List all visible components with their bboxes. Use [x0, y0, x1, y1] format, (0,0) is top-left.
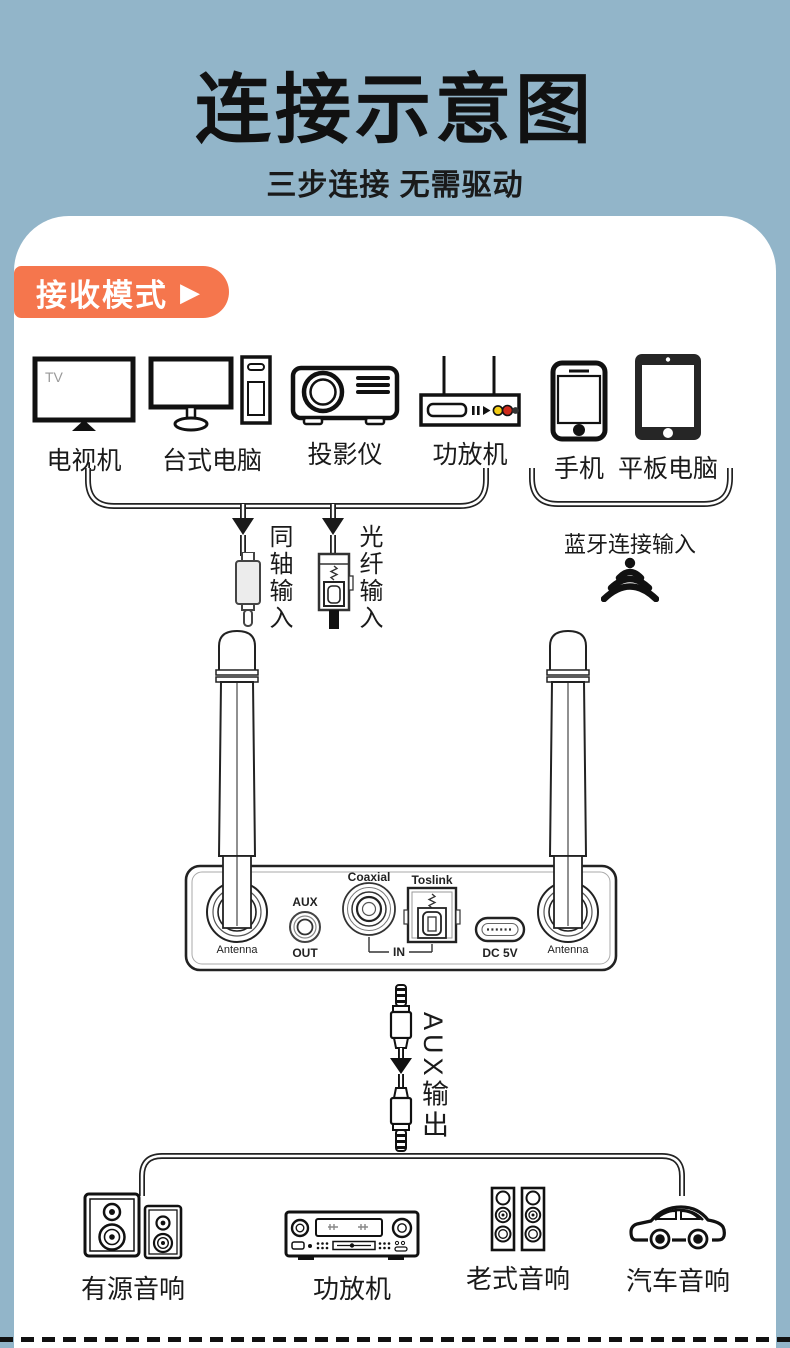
source-tv: TV 电视机: [28, 356, 140, 477]
optical-input-label: 光纤输入: [355, 524, 382, 632]
arrow-down-optical-icon: [322, 504, 344, 554]
port-label-toslink: Toslink: [411, 873, 453, 887]
source-label: 手机: [553, 455, 604, 483]
source-label: 台式电脑: [161, 447, 262, 475]
source-label: 平板电脑: [618, 455, 719, 483]
tv-icon: TV: [32, 356, 136, 431]
tower-speakers-icon: [490, 1186, 546, 1252]
port-label-antenna-right: Antenna: [547, 944, 589, 956]
coaxial-input-label: 同轴输入: [265, 524, 292, 632]
aux-cable-icon: [389, 984, 413, 1152]
port-label-out: OUT: [292, 946, 318, 960]
sink-label: 老式音响: [466, 1264, 571, 1294]
play-arrow-icon: ▶: [180, 277, 200, 307]
antenna-right-icon: [537, 629, 599, 943]
port-label-coaxial: Coaxial: [347, 870, 391, 884]
source-label: 功放机: [432, 441, 508, 469]
tablet-icon: [635, 354, 701, 440]
sink-car-audio: 汽车音响: [626, 1196, 731, 1298]
aux-out-jack-icon: [289, 911, 321, 943]
toslink-connector-icon: [317, 552, 354, 629]
page-title: 连接示意图: [195, 68, 595, 153]
sink-av-receiver: 功放机: [284, 1210, 420, 1306]
av-receiver-icon: [284, 1210, 420, 1260]
arrow-down-coaxial-icon: [232, 504, 254, 556]
sink-label: 有源音响: [80, 1274, 185, 1304]
port-label-in: IN: [389, 945, 409, 959]
bluetooth-input-label: 蓝牙连接输入: [563, 532, 696, 557]
smartphone-icon: [550, 360, 608, 442]
coaxial-jack-icon: [342, 882, 396, 936]
tv-screen-label: TV: [45, 369, 64, 385]
cut-divider-dashed-line: [0, 1337, 790, 1342]
desktop-computer-icon: [148, 355, 272, 432]
sink-powered-speakers: 有源音响: [78, 1192, 188, 1306]
source-projector: 投影仪: [290, 362, 400, 471]
toslink-port-icon: [403, 886, 461, 944]
usb-c-port-icon: [474, 916, 526, 943]
bluetooth-receiver-device: Antenna AUX OUT Coaxial Toslink IN DC 5V…: [183, 628, 619, 976]
receive-mode-badge: 接收模式 ▶: [14, 266, 229, 318]
port-label-antenna-left: Antenna: [216, 944, 258, 956]
receive-mode-label: 接收模式: [36, 277, 168, 313]
antenna-left-icon: [206, 629, 268, 943]
receiver-rear-panel: [184, 629, 618, 972]
port-label-dc5v: DC 5V: [482, 946, 518, 960]
sink-tower-speakers: 老式音响: [466, 1186, 570, 1296]
source-label: 投影仪: [307, 441, 383, 469]
source-amplifier: 功放机: [418, 356, 522, 471]
source-desktop: 台式电脑: [148, 355, 276, 477]
aux-output-label: AUX输出: [418, 1012, 448, 1142]
bracket-bluetooth-sources: [529, 468, 733, 507]
wireless-signal-icon: [601, 557, 659, 602]
coaxial-connector-icon: [235, 552, 261, 627]
page-subtitle: 三步连接 无需驱动: [266, 169, 524, 202]
source-label: 电视机: [46, 447, 122, 475]
source-smartphone: 手机: [548, 360, 610, 485]
port-label-aux: AUX: [292, 895, 318, 909]
sink-label: 汽车音响: [626, 1266, 731, 1296]
projector-icon: [290, 365, 400, 426]
source-tablet: 平板电脑: [618, 352, 718, 485]
car-audio-icon: [629, 1205, 726, 1250]
bracket-wired-sources: [85, 468, 489, 509]
amplifier-icon: [419, 356, 521, 427]
powered-speakers-icon: [83, 1192, 183, 1260]
bracket-sinks: [139, 1153, 685, 1196]
sink-label: 功放机: [312, 1274, 391, 1304]
